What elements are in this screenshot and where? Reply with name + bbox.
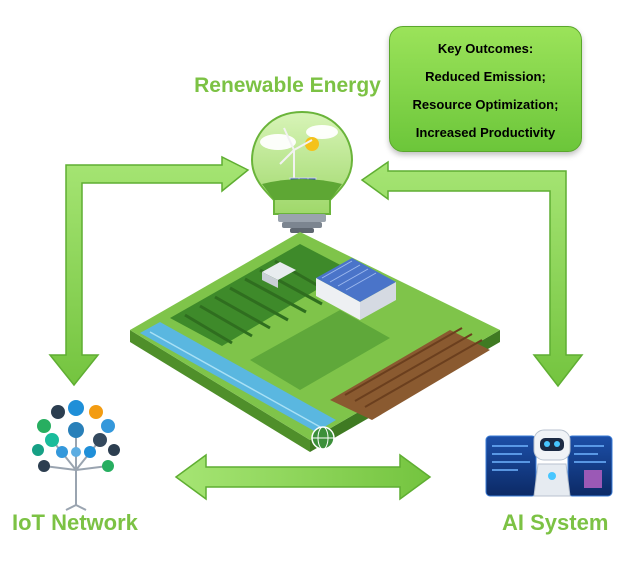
outcome-item: Resource Optimization;	[412, 97, 559, 112]
arrow-iot-ai-bidirectional	[174, 453, 432, 501]
renewable-energy-label: Renewable Energy	[194, 74, 381, 97]
ai-system-label: AI System	[502, 510, 609, 535]
ai-robot-screens-icon	[485, 429, 613, 497]
outcome-item: Reduced Emission;	[425, 69, 546, 84]
smart-farm-illustration	[130, 232, 500, 452]
lightbulb-icon	[250, 110, 354, 233]
key-outcomes-title: Key Outcomes:	[437, 41, 534, 56]
arrow-ai-to-renewable	[360, 160, 584, 388]
key-outcomes-box: Key Outcomes: Reduced Emission; Resource…	[389, 26, 582, 152]
iot-network-tree-icon	[32, 400, 120, 511]
outcome-item: Increased Productivity	[415, 125, 556, 140]
iot-network-label: IoT Network	[12, 510, 138, 535]
arrow-renewable-to-iot	[48, 155, 250, 387]
